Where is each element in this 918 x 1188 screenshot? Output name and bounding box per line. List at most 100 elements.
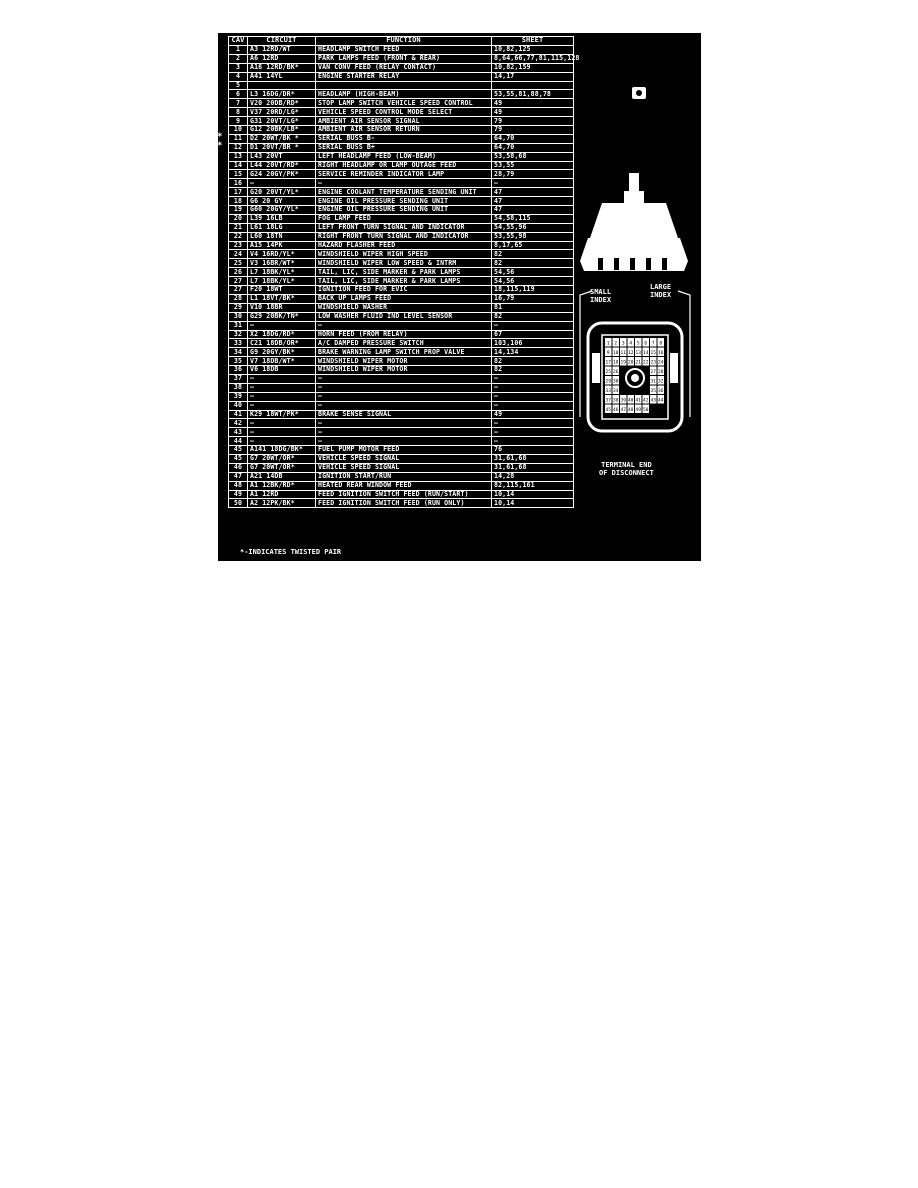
cell-cav: 27 [228, 285, 248, 295]
cavity-cell [650, 366, 657, 375]
cell-circuit: L39 16LB [247, 213, 316, 224]
cell-function: — [315, 373, 492, 384]
cell-circuit: A141 18DG/BK* [247, 445, 316, 455]
cavity-number: 33 [606, 388, 612, 394]
cell-function: SERVICE REMINDER INDICATOR LAMP [315, 169, 492, 180]
cell-circuit: — [247, 382, 316, 393]
cell-cav: 39 [228, 391, 248, 402]
cell-function: LOW WASHER FLUID IND LEVEL SENSOR [315, 311, 492, 322]
cell-sheet: 82 [491, 249, 574, 260]
cell-circuit: V7 18DB/WT* [247, 356, 316, 367]
cavity-number: 30 [613, 379, 619, 385]
cell-function: — [315, 320, 492, 331]
cell-circuit: L44 20VT/RD* [247, 160, 316, 171]
cell-function: — [315, 418, 492, 429]
cavity-cell [657, 395, 664, 404]
cell-circuit: — [247, 320, 316, 331]
cell-cav: 5 [228, 80, 248, 91]
cavity-number: 38 [613, 398, 619, 404]
cell-circuit [247, 80, 316, 91]
cell-cav: 50 [228, 498, 248, 509]
cell-function: HORN FEED (FROM RELAY) [315, 329, 492, 340]
cell-sheet [491, 80, 574, 91]
cell-function: ENGINE OIL PRESSURE SENDING UNIT [315, 205, 492, 215]
cell-circuit: C21 18DB/OR* [247, 338, 316, 349]
cell-sheet: 14,17 [491, 71, 574, 82]
cell-sheet: 82 [491, 365, 574, 375]
cell-cav: 46 [228, 462, 248, 473]
cell-cav: 32 [228, 329, 248, 340]
table-row: 5 [228, 80, 574, 91]
cell-function: IGNITION FEED FOR EVIC [315, 285, 492, 295]
cavity-cell [657, 376, 664, 385]
cavity-cell [612, 404, 619, 413]
cell-circuit: F20 18WT [247, 285, 316, 295]
cell-sheet: 10,14 [491, 489, 574, 500]
cell-function: ENGINE OIL PRESSURE SENDING UNIT [315, 196, 492, 207]
cell-function: TAIL, LIC, SIDE MARKER & PARK LAMPS [315, 267, 492, 278]
cell-function: IGNITION START/RUN [315, 471, 492, 482]
cell-function: RIGHT HEADLAMP OR LAMP OUTAGE FEED [315, 160, 492, 171]
table-header-row: CAV CIRCUIT FUNCTION SHEET [228, 36, 574, 46]
cavity-cell [635, 395, 642, 404]
cavity-number: 18 [613, 360, 619, 366]
cavity-cell [612, 395, 619, 404]
cavity-number: 8 [659, 341, 662, 347]
cell-function: HEADLAMP (HIGH-BEAM) [315, 89, 492, 100]
cavity-cell [657, 357, 664, 366]
cavity-number: 20 [628, 360, 634, 366]
cell-cav: 14 [228, 160, 248, 171]
cavity-cell [605, 366, 612, 375]
cavity-cell [620, 338, 627, 347]
cell-circuit: G12 20BK/LB* [247, 125, 316, 135]
cavity-number: 47 [621, 407, 627, 413]
table-row: 44——— [228, 436, 574, 447]
cavity-number: 2 [614, 341, 617, 347]
cell-function: WINDSHIELD WIPER LOW SPEED & INTRM [315, 258, 492, 269]
header-sheet: SHEET [491, 36, 574, 46]
cell-cav: 17 [228, 187, 248, 198]
cavity-cell [620, 357, 627, 366]
cavity-number: 41 [636, 398, 642, 404]
cell-circuit: A21 14DB [247, 471, 316, 482]
cell-circuit: A16 12RD/BK* [247, 62, 316, 73]
cell-cav: 45 [228, 445, 248, 455]
cell-sheet: 31,61,68 [491, 462, 574, 473]
cell-sheet: 76 [491, 445, 574, 455]
cell-sheet: 8,64,66,77,81,115,128 [491, 53, 579, 64]
cell-function: TAIL, LIC, SIDE MARKER & PARK LAMPS [315, 276, 492, 287]
cell-function: SERIAL BUSS B+ [315, 142, 492, 153]
cell-cav: 26 [228, 267, 248, 278]
cavity-cell [635, 347, 642, 356]
cavity-number: 3 [622, 341, 625, 347]
cell-circuit: V3 16BR/WT* [247, 258, 316, 269]
cavity-cell [605, 385, 612, 394]
cell-cav: 13 [228, 151, 248, 162]
cell-circuit: G9 20GY/BK* [247, 347, 316, 358]
cavity-cell [627, 395, 634, 404]
cavity-number: 10 [613, 350, 619, 356]
cavity-number: 28 [658, 369, 664, 375]
cell-sheet: 49 [491, 98, 574, 109]
cell-function: VEHICLE SPEED SIGNAL [315, 462, 492, 473]
cell-sheet: 31,61,68 [491, 453, 574, 464]
cavity-cell [635, 404, 642, 413]
table-row: 40——— [228, 400, 574, 411]
cavity-cell [657, 338, 664, 347]
cell-cav: 24 [228, 249, 248, 260]
table-row: 43——— [228, 427, 574, 438]
cell-function: WINDSHIELD WASHER [315, 302, 492, 313]
cell-circuit: A1 12RD [247, 489, 316, 500]
